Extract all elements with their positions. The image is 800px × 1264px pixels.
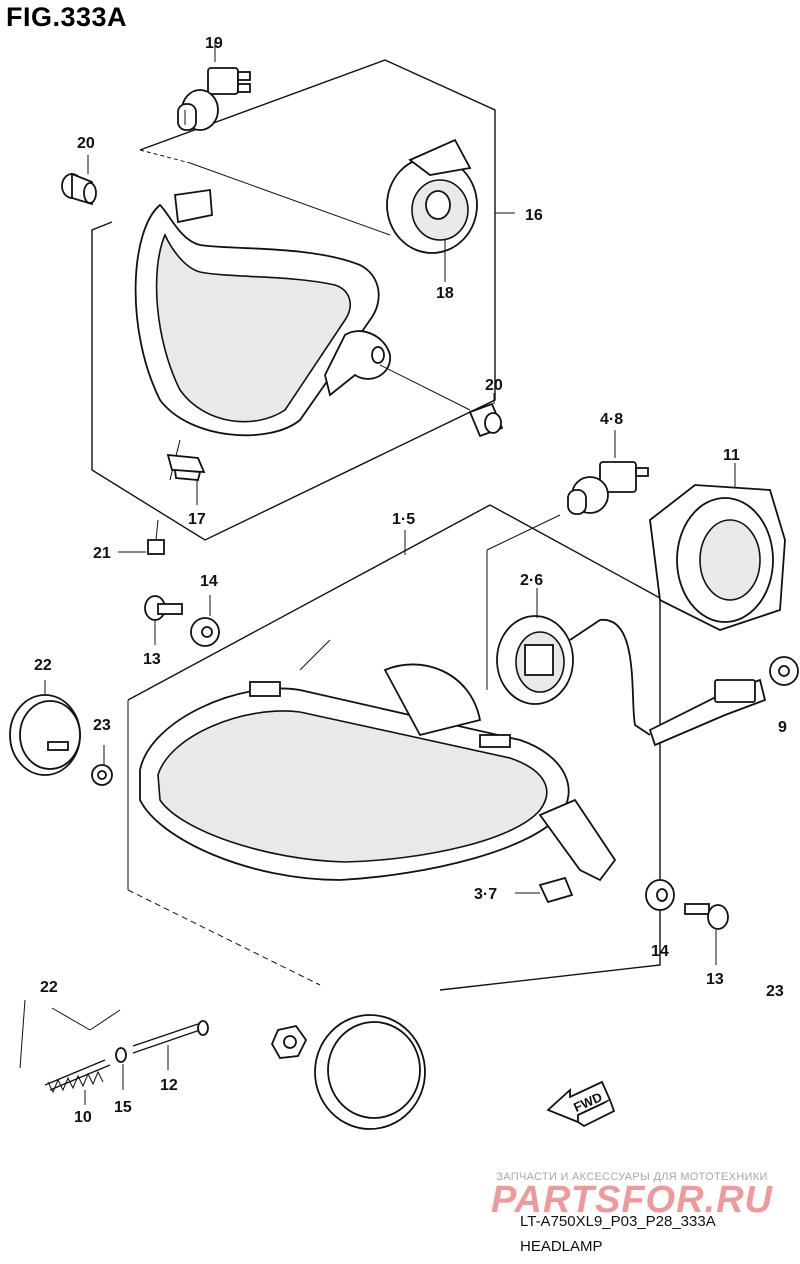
- screw-21: [118, 519, 165, 555]
- callout-14b: 14: [651, 943, 669, 960]
- connector-9: [648, 656, 799, 747]
- figure-title: FIG.333A: [6, 2, 128, 32]
- bulb-4-8: [567, 430, 649, 515]
- figure-code: LT-A750XL9_P03_P28_333A: [520, 1213, 716, 1230]
- nut-23-bottom: [270, 1024, 308, 1059]
- collar-14-left: [190, 595, 220, 647]
- screw-13-right: [684, 903, 729, 965]
- washer-15: [115, 1047, 127, 1090]
- retaining-ring-11: [649, 463, 786, 631]
- watermark: ЗАПЧАСТИ И АКСЕССУАРЫ ДЛЯ МОТОТЕХНИКИ PA…: [482, 1171, 782, 1222]
- spring-10: [44, 1059, 111, 1105]
- callout-10: 10: [74, 1109, 92, 1126]
- watermark-tagline: ЗАПЧАСТИ И АКСЕССУАРЫ ДЛЯ МОТОТЕХНИКИ: [496, 1171, 768, 1183]
- callout-11: 11: [723, 447, 740, 464]
- bulb-19: [177, 40, 251, 131]
- clip-17: [166, 453, 206, 505]
- callout-1-5: 1·5: [392, 511, 415, 528]
- screw-13-left: [144, 595, 183, 645]
- collar-14-right: [645, 879, 675, 935]
- callout-23a: 23: [93, 717, 111, 734]
- bolt-12: [132, 1020, 209, 1070]
- reflector-22-left: [9, 680, 81, 776]
- upper-assembly-frame: [91, 59, 496, 541]
- leader-lines-bottom-left: [19, 999, 121, 1069]
- callout-16: 16: [525, 207, 543, 224]
- callout-14a: 14: [200, 573, 218, 590]
- bulb-cover-16: [386, 138, 515, 282]
- callout-labels: 19 20 16 18 20 4·8 11 17 1·5 21 14 2·6 1…: [34, 35, 787, 1126]
- callout-12: 12: [160, 1077, 178, 1094]
- main-headlamp: [139, 639, 617, 882]
- callout-22b: 22: [40, 979, 58, 996]
- callout-4-8: 4·8: [600, 411, 623, 428]
- callout-2-6: 2·6: [520, 572, 543, 589]
- callout-13b: 13: [706, 971, 724, 988]
- callout-17: 17: [188, 511, 206, 528]
- callout-13a: 13: [143, 651, 161, 668]
- grommet-20-top: [61, 155, 97, 206]
- reflector-22-bottom: [314, 1014, 426, 1130]
- watermark-logo: PARTSFOR.RU: [491, 1179, 773, 1221]
- fwd-arrow-icon: FWD: [546, 1080, 616, 1128]
- callout-20a: 20: [77, 135, 95, 152]
- figure-caption: HEADLAMP: [520, 1238, 603, 1255]
- callout-18: 18: [436, 285, 454, 302]
- callout-15: 15: [114, 1099, 132, 1116]
- upper-lamp-housing: [134, 188, 471, 481]
- grommet-20-right: [468, 393, 504, 438]
- callout-19: 19: [205, 35, 223, 52]
- callout-3-7: 3·7: [474, 886, 497, 903]
- socket-2-6: [496, 588, 651, 736]
- callout-9: 9: [778, 719, 787, 736]
- callout-21: 21: [93, 545, 111, 562]
- callout-20b: 20: [485, 377, 503, 394]
- callout-22a: 22: [34, 657, 52, 674]
- nut-23-left: [91, 745, 113, 786]
- callout-23b: 23: [766, 983, 784, 1000]
- clip-3-7: [515, 876, 574, 904]
